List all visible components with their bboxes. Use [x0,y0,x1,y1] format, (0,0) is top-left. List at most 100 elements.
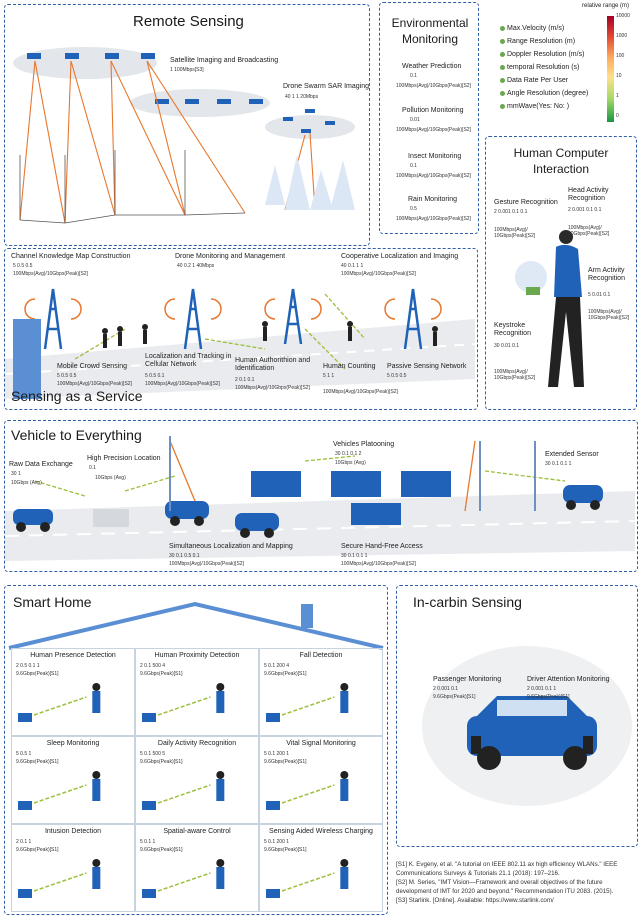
panel-title: In-carbin Sensing [413,594,522,610]
in-cabin-car-illustration [422,646,632,806]
smart-home-cell-title: Vital Signal Monitoring [286,740,356,747]
colorbar-tick: 1 [616,93,619,99]
colorbar-tick: 10 [616,73,622,79]
smart-home-cell-rate: 9.6Gbps(Peak)[S1] [140,671,183,677]
pollution-monitoring-rate: 100Mbps(Avg)/10Gbps(Peak)[S2] [396,127,471,133]
remote-sensing-panel: Remote Sensing Satellite Imaging and Bro… [4,4,370,246]
legend-temporal-resolution: temporal Resolution (s) [500,64,579,71]
smart-home-cell-rate: 9.6Gbps(Peak)[S1] [140,847,183,853]
mobile-crowd-sensing-label: Mobile Crowd Sensing [57,363,128,370]
human-authorithion-label: Human Authorithion and Identification [235,357,311,372]
head-activity-metrics: 2 0.001 0.1 0.1 [568,207,602,213]
weather-prediction-label: Weather Prediction [402,63,462,70]
slam-metrics: 30 0.1 0.5 0.1 [169,553,200,559]
mobile-crowd-sensing-rate: 100Mbps(Avg)/10Gbps(Peak)[S2] [57,381,132,387]
data-rate-icon [500,77,505,83]
v2x-illustration [5,436,635,561]
pollution-monitoring-metrics: 0.01 [410,117,420,123]
smart-home-cell-rate: 9.6Gbps(Peak)[S1] [140,759,183,765]
smart-home-cell-rate: 9.6Gbps(Peak)[S1] [16,847,59,853]
legend-angle-resolution: Angle Resolution (degree) [500,90,588,97]
mmwave-icon [500,103,505,109]
range-resolution-icon [500,38,505,44]
smart-home-cell-rate: 9.6Gbps(Peak)[S1] [264,671,307,677]
smart-home-cell-illustration [142,859,225,898]
keystroke-recognition-rate: 100Mbps(Avg)/ 10Gbps(Peak)[S2] [494,369,536,381]
drone-monitoring-label: Drone Monitoring and Management [175,253,286,260]
cooperative-localization-label: Cooperative Localization and Imaging [341,253,459,260]
legend-range-resolution: Range Resolution (m) [500,38,575,45]
panel-title: Sensing as a Service [11,388,143,404]
smart-home-cell-title: Fall Detection [299,652,343,659]
colorbar [607,16,614,122]
temporal-resolution-icon [500,64,505,70]
smart-home-cell-illustration [266,859,349,898]
colorbar-title: relative range (m) [582,3,630,9]
raw-data-exchange-metrics: 30 1 [11,471,21,477]
velocity-icon [500,25,505,31]
slam-rate: 100Mbps(Avg)/10Gbps(Peak)[S2] [169,561,244,567]
cooperative-localization-metrics: 40 0.1 1 1 [341,263,364,269]
colorbar-tick: 100 [616,53,625,59]
rain-monitoring-label: Rain Monitoring [408,196,458,203]
angle-resolution-icon [500,90,505,96]
localization-tracking-label: Localization and Tracking in Cellular Ne… [145,353,232,368]
references: [S1] K. Evgeny, et al. "A tutorial on IE… [396,860,636,905]
colorbar-tick: 1000 [616,33,628,39]
rain-monitoring-rate: 100Mbps(Avg)/10Gbps(Peak)[S2] [396,216,471,222]
smart-home-cell-metrics: 5 0.1 200 4 [264,663,290,669]
smart-home-cell-title: Sensing Aided Wireless Charging [269,828,373,835]
gesture-recognition-label: Gesture Recognition [494,199,558,206]
smart-home-cell-metrics: 2 0.1 1 [16,839,32,845]
head-activity-rate: 100Mbps(Avg)/ 10Gbps(Peak)[S2] [568,225,610,237]
gesture-recognition-metrics: 2 0.001 0.1 0.1 [494,209,528,215]
weather-prediction-metrics: 0.1 [410,73,417,79]
smart-home-cell-illustration [18,771,101,810]
channel-knowledge-map-metrics: 5 0.5 0.5 [13,263,33,269]
doppler-resolution-icon [500,51,505,57]
colorbar-tick: 10000 [616,13,630,19]
saas-illustration [5,288,475,399]
human-authorithion-metrics: 2 0.1 0.1 [235,377,255,383]
human-counting-rate: 100Mbps(Avg)/10Gbps(Peak)[S2] [323,389,398,395]
localization-tracking-rate: 100Mbps(Avg)/10Gbps(Peak)[S2] [145,381,220,387]
smart-home-cell-title: Sleep Monitoring [46,740,100,747]
smart-home-cell-illustration [142,771,225,810]
v2x-panel: Vehicle to Everything Raw Data Exchange … [4,420,638,572]
channel-knowledge-map-label: Channel Knowledge Map Construction [11,253,131,260]
smart-home-cell-rate: 9.6Gbps(Peak)[S1] [264,759,307,765]
arm-activity-metrics: 5 0.01 0.1 [588,292,611,298]
pollution-monitoring-label: Pollution Monitoring [402,107,464,114]
panel-title: Smart Home [13,594,92,610]
in-cabin-panel: In-carbin Sensing Passenger Monitoring 2… [396,585,638,847]
hci-panel: Human Computer Interaction Gesture Recog… [485,136,637,410]
smart-home-cell-metrics: 2 0.5 0.1 1 [16,663,40,669]
gesture-recognition-rate: 100Mbps(Avg)/ 10Gbps(Peak)[S2] [494,227,536,239]
insect-monitoring-rate: 100Mbps(Avg)/10Gbps(Peak)[S2] [396,173,471,179]
raw-data-exchange-label: Raw Data Exchange [9,461,73,468]
insect-monitoring-metrics: 0.1 [410,163,417,169]
extended-sensor-metrics: 30 0.1 0.1 1 [545,461,572,467]
passenger-monitoring-rate: 9.6Gbps(Peak)[S1] [433,694,476,700]
localization-tracking-metrics: 5 0.5 0.1 [145,373,165,379]
legend-velocity: Max.Velocity (m/s) [500,25,564,32]
high-precision-location-label: High Precision Location [87,455,161,462]
hand-free-access-rate: 100Mbps(Avg)/10Gbps(Peak)[S2] [341,561,416,567]
head-activity-label: Head Activity Recognition [568,187,609,202]
reference-s3: [S3] Starlink. [Online]. Available: http… [396,897,554,904]
smart-home-cell-illustration [266,683,349,722]
insect-monitoring-label: Insect Monitoring [408,153,462,160]
colorbar-tick: 0 [616,113,619,119]
reference-s2: [S2] M. Series, "IMT Vision—Framework an… [396,879,614,895]
panel-title: Environmental Monitoring [391,16,469,46]
drone-sar-label: Drone Swarm SAR Imaging [283,83,369,90]
smart-home-cell-metrics: 5 0.1 1 [140,839,156,845]
smart-home-cell-title: Human Proximity Detection [154,652,240,659]
